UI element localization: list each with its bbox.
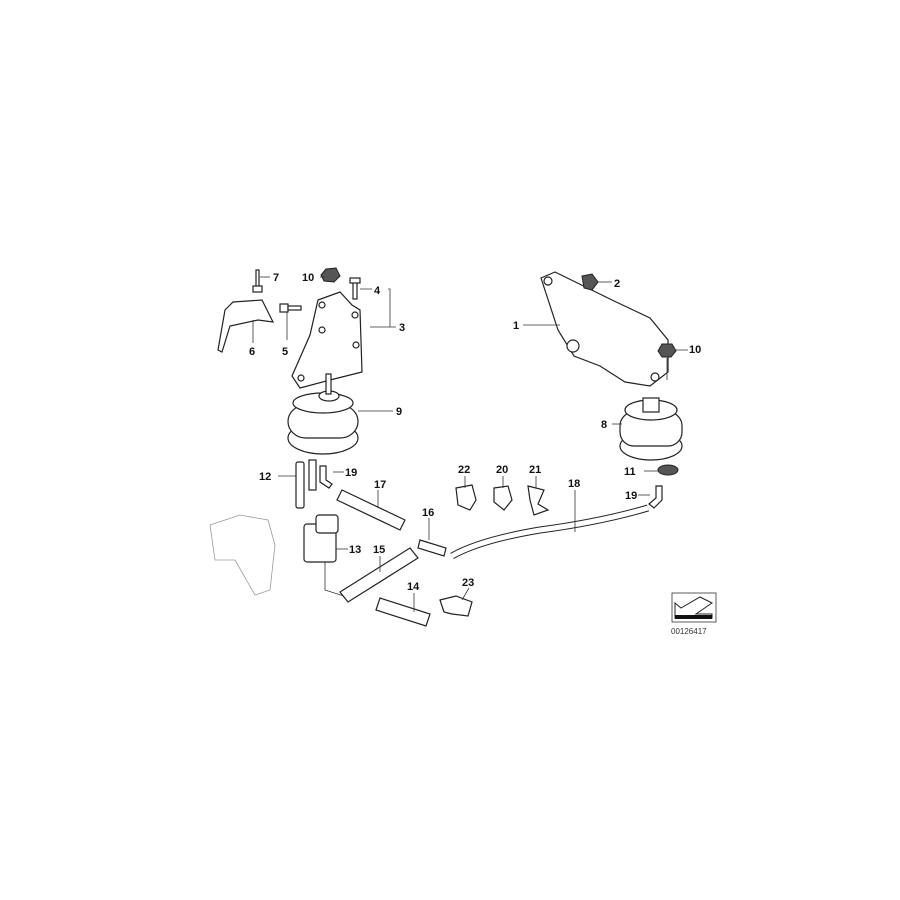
- clip-21: [527, 485, 550, 516]
- callout-12: 12: [259, 471, 271, 483]
- nut-10-left: [320, 267, 341, 283]
- hose-17: [336, 489, 406, 531]
- direction-arrow-icon: [671, 592, 717, 623]
- bolt-4: [349, 277, 361, 300]
- callout-8: 8: [601, 419, 607, 431]
- callout-19-left: 19: [345, 467, 357, 479]
- clip-22: [455, 484, 477, 511]
- connector-16: [417, 539, 447, 557]
- leader-lines: [252, 276, 688, 612]
- callout-23: 23: [462, 577, 474, 589]
- callout-13: 13: [349, 544, 361, 556]
- callout-17: 17: [374, 479, 386, 491]
- heat-shield: [209, 514, 276, 596]
- hose-15: [339, 547, 419, 603]
- callout-9: 9: [396, 406, 402, 418]
- clip-20: [493, 485, 513, 511]
- callout-15: 15: [373, 544, 385, 556]
- fitting-19-left: [319, 465, 333, 489]
- callout-22: 22: [458, 464, 470, 476]
- callout-18: 18: [568, 478, 580, 490]
- callout-5: 5: [282, 346, 288, 358]
- callout-21: 21: [529, 464, 541, 476]
- callout-10-left: 10: [302, 272, 314, 284]
- fitting-19-right: [648, 485, 663, 509]
- solenoid-valve-13: [303, 514, 351, 599]
- engine-mount-8: [619, 397, 683, 461]
- nut-10-right: [657, 343, 677, 358]
- callout-1: 1: [513, 320, 519, 332]
- washer-11: [657, 464, 679, 476]
- callout-4: 4: [374, 285, 381, 297]
- bolt-7: [252, 269, 263, 293]
- bracket-6: [217, 299, 275, 353]
- bolt-5: [279, 303, 302, 313]
- support-bracket-1: [540, 271, 669, 387]
- callout-20: 20: [496, 464, 508, 476]
- diagram-code: 00126417: [671, 627, 707, 636]
- callout-14: 14: [407, 581, 420, 593]
- engine-bracket-left: [291, 291, 363, 389]
- clip-23: [439, 595, 473, 617]
- callout-3: 3: [399, 322, 405, 334]
- callout-19-right: 19: [625, 490, 637, 502]
- callout-6: 6: [249, 346, 255, 358]
- hose-14: [375, 597, 431, 627]
- callout-16: 16: [422, 507, 434, 519]
- engine-mount-9: [287, 373, 359, 455]
- stud-12: [295, 459, 317, 509]
- callout-11: 11: [624, 466, 636, 478]
- callout-7: 7: [273, 272, 279, 284]
- callout-2: 2: [614, 278, 620, 290]
- bolt-2: [581, 273, 599, 291]
- hose-18-inner: [450, 505, 649, 559]
- callout-10-right: 10: [689, 344, 701, 356]
